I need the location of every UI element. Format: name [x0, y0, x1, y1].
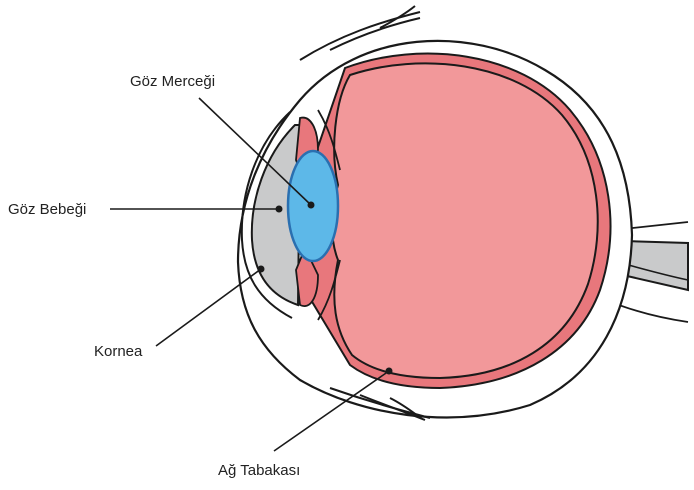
lens-label: Göz Merceği	[130, 73, 215, 90]
cornea-label: Kornea	[94, 343, 143, 360]
vitreous-body	[332, 63, 598, 378]
retina-label: Ağ Tabakası	[218, 462, 300, 479]
pupil-label: Göz Bebeği	[8, 201, 86, 218]
